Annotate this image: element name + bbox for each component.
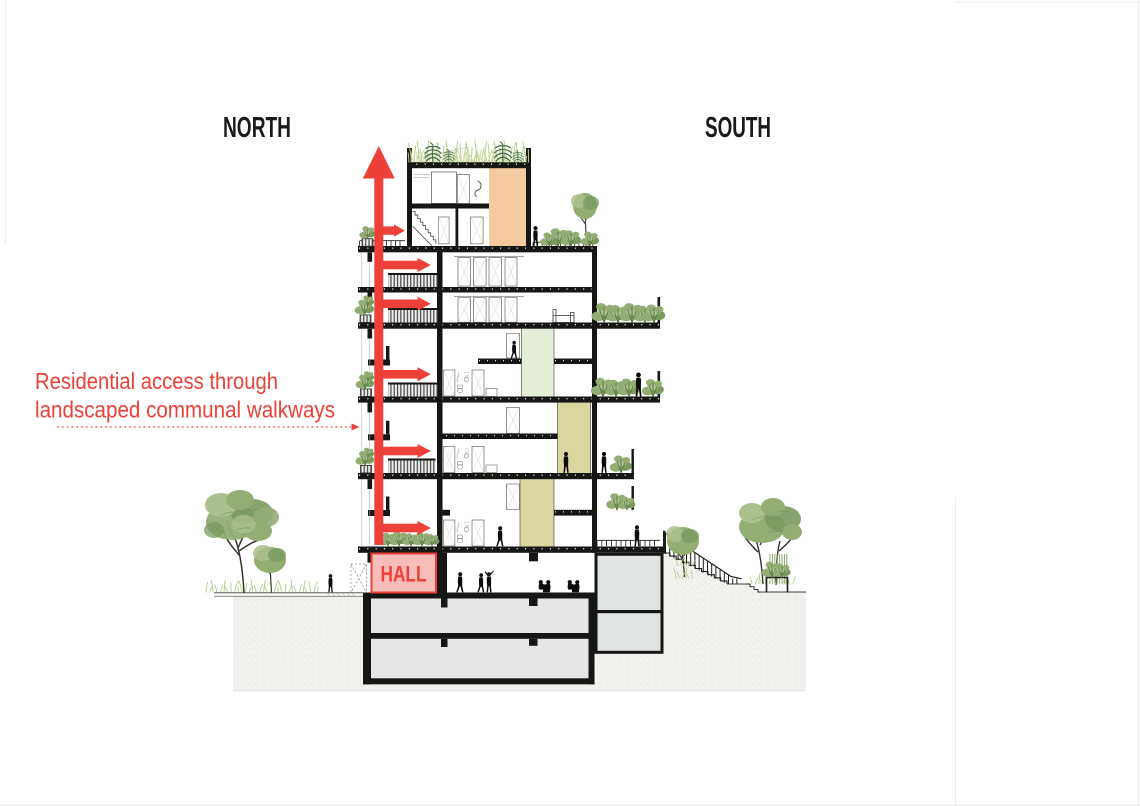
- pot-plant-l4: [354, 295, 375, 323]
- south-grass-1: [673, 567, 693, 579]
- tree-large-north: [204, 490, 279, 594]
- main-wall-right: [592, 252, 597, 553]
- annex-room-lower: [597, 613, 661, 651]
- stair-railing-end-post: [663, 530, 666, 553]
- green-shaft: [521, 328, 554, 397]
- north-trees: [204, 490, 319, 594]
- pot-plant-l6: [358, 225, 376, 247]
- planter-box: [765, 576, 789, 593]
- hanging-chair-sketch: [474, 180, 482, 197]
- north-label: NORTH: [223, 112, 291, 144]
- south-trees: [666, 498, 802, 593]
- balcony-post-mezz: [631, 486, 634, 510]
- branch-arrows: [381, 224, 431, 535]
- hall-box: [370, 552, 437, 594]
- floor-slabs: [358, 162, 664, 553]
- stair-base-grass: [674, 556, 696, 567]
- olive-shaft-upper: [557, 402, 591, 473]
- slab-l3: [358, 396, 660, 403]
- slab-l6: [358, 246, 597, 253]
- slab-l5: [358, 287, 597, 293]
- lobby-ceiling-stub: [529, 552, 538, 562]
- orange-shaft: [489, 168, 526, 246]
- penthouse-stair: [412, 211, 437, 244]
- tree-small-north: [253, 545, 286, 593]
- hall-right-wall: [436, 552, 447, 593]
- basement-level-1: [371, 598, 589, 633]
- tree-small-south: [666, 526, 699, 578]
- north-grass: [205, 579, 319, 593]
- roof-garden: [407, 140, 530, 164]
- railing-l3: [388, 382, 438, 397]
- annotation: Residential access through landscaped co…: [35, 368, 360, 431]
- basement-columns: [441, 598, 538, 647]
- slab-l1: [358, 546, 664, 553]
- red-annotations: Residential access through landscaped co…: [35, 146, 431, 545]
- basement-level-2: [371, 638, 589, 679]
- pot-plant-l2: [355, 447, 375, 474]
- railing-l4: [388, 308, 438, 323]
- pot-plant-l3: [355, 370, 375, 397]
- annotation-arrowhead: [351, 423, 360, 431]
- terrace-garden: [539, 193, 600, 248]
- penthouse-wall-right: [526, 148, 531, 246]
- annex-room-upper: [597, 555, 661, 610]
- railing-l5: [388, 273, 438, 287]
- railing-l2: [388, 458, 436, 473]
- olive-shaft-lower: [520, 479, 554, 547]
- south-annex: [594, 552, 664, 654]
- penthouse-mid-slab: [412, 203, 489, 209]
- main-wall-left: [437, 252, 443, 593]
- level5-interior: [454, 256, 524, 287]
- moduleB-interior: [443, 407, 520, 473]
- annotation-line1: Residential access through: [35, 368, 278, 394]
- tree-large-south: [739, 498, 802, 586]
- flow-arrow-head: [362, 146, 395, 179]
- hall: HALL: [370, 552, 437, 594]
- people: [328, 226, 642, 593]
- flow-arrow: [362, 146, 431, 545]
- balcony-post-l2: [631, 449, 634, 473]
- slab-l4: [358, 322, 660, 329]
- basement: [363, 592, 595, 685]
- hall-label: HALL: [381, 562, 427, 587]
- person-lobby-pair: [477, 570, 494, 593]
- entrance-dashed: [350, 563, 367, 593]
- south-label: SOUTH: [705, 112, 771, 144]
- slab-l2: [358, 473, 634, 480]
- roof-slab: [407, 162, 531, 169]
- penthouse-wall-left: [407, 148, 412, 246]
- flow-arrow-shaft: [374, 177, 384, 545]
- striped-railings: [388, 273, 438, 473]
- mezzanine-slabs: [437, 358, 592, 516]
- slab-ticks: [359, 163, 662, 550]
- walkway-plants: [354, 225, 440, 547]
- pavement-hatch: [326, 592, 356, 597]
- annotation-line2: landscaped communal walkways: [35, 397, 335, 423]
